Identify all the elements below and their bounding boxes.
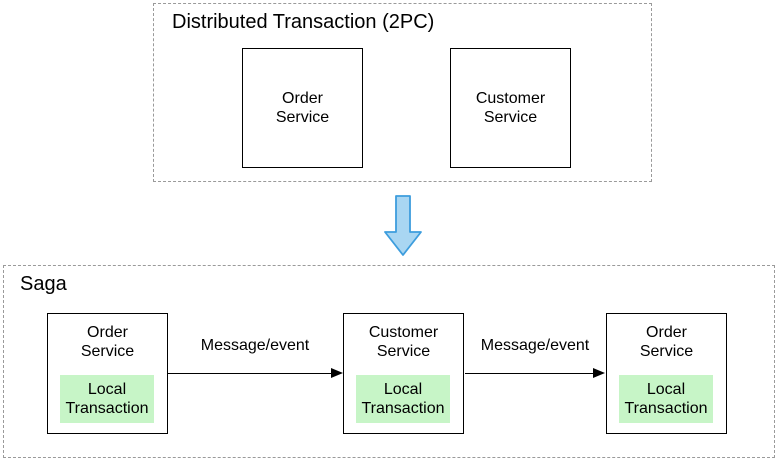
local-transaction-line2: Transaction xyxy=(361,400,445,417)
saga-node-1-label: Order Service xyxy=(48,323,167,361)
2pc-order-service-label-line2: Service xyxy=(275,109,330,126)
2pc-container xyxy=(153,3,652,182)
message-arrow-1 xyxy=(168,367,343,381)
saga-node-3-label-line2: Service xyxy=(639,343,694,360)
saga-node-2-local-transaction: Local Transaction xyxy=(356,375,450,423)
saga-node-2-label: Customer Service xyxy=(344,323,463,361)
local-transaction-line1: Local xyxy=(87,381,127,398)
saga-node-3-label: Order Service xyxy=(607,323,726,361)
down-arrow-icon xyxy=(384,195,422,256)
message-event-label-1: Message/event xyxy=(200,337,310,354)
local-transaction-line2: Transaction xyxy=(624,400,708,417)
2pc-customer-service-box: Customer Service xyxy=(450,48,571,168)
saga-customer-service-box: Customer Service Local Transaction xyxy=(343,313,464,434)
local-transaction-line1: Local xyxy=(646,381,686,398)
2pc-order-service-box: Order Service xyxy=(242,48,363,168)
local-transaction-line2: Transaction xyxy=(65,400,149,417)
saga-node-1-local-transaction: Local Transaction xyxy=(60,375,154,423)
saga-node-3-local-transaction: Local Transaction xyxy=(619,375,713,423)
arrow-line xyxy=(168,373,334,374)
saga-node-1-label-line2: Service xyxy=(80,343,135,360)
2pc-order-service-label-line1: Order xyxy=(282,90,323,107)
arrowhead-icon xyxy=(331,368,343,378)
saga-order-service-box-1: Order Service Local Transaction xyxy=(47,313,168,434)
arrow-line xyxy=(465,373,596,374)
message-arrow-2 xyxy=(465,367,605,381)
saga-order-service-box-2: Order Service Local Transaction xyxy=(606,313,727,434)
2pc-customer-service-label-line1: Customer xyxy=(475,90,546,107)
saga-node-1-label-line1: Order xyxy=(87,324,128,341)
saga-title: Saga xyxy=(20,273,67,295)
saga-node-2-label-line1: Customer xyxy=(368,324,439,341)
2pc-customer-service-label-line2: Service xyxy=(483,109,538,126)
2pc-title: Distributed Transaction (2PC) xyxy=(172,11,435,33)
local-transaction-line1: Local xyxy=(383,381,423,398)
message-event-label-2: Message/event xyxy=(480,337,590,354)
saga-container xyxy=(3,265,775,458)
saga-node-2-label-line2: Service xyxy=(376,343,431,360)
arrowhead-icon xyxy=(593,368,605,378)
saga-node-3-label-line1: Order xyxy=(646,324,687,341)
